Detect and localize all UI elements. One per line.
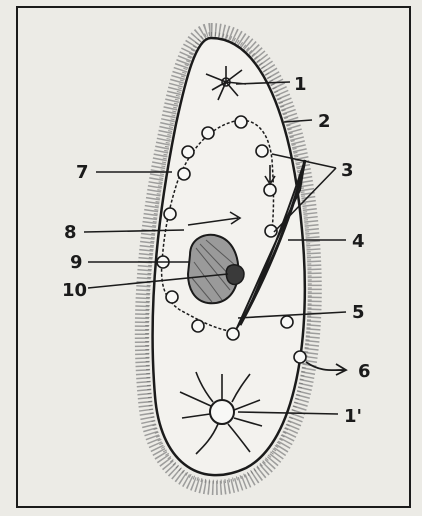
- food-vacuole: [182, 146, 194, 158]
- label-9: 9: [70, 252, 83, 273]
- label-3: 3: [341, 160, 354, 181]
- food-vacuole: [235, 116, 247, 128]
- exit-arrow: [306, 362, 346, 375]
- micronucleus: [226, 265, 244, 285]
- food-vacuole: [264, 184, 276, 196]
- food-vacuole: [178, 168, 190, 180]
- label-1: 1: [294, 74, 307, 95]
- food-vacuole: [202, 127, 214, 139]
- food-vacuole: [227, 328, 239, 340]
- label-10: 10: [62, 280, 87, 301]
- label-5: 5: [352, 302, 365, 323]
- food-vacuole: [166, 291, 178, 303]
- food-vacuole: [256, 145, 268, 157]
- food-vacuole: [294, 351, 306, 363]
- label-1-prime: 1': [344, 406, 362, 427]
- food-vacuole: [192, 320, 204, 332]
- food-vacuole: [281, 316, 293, 328]
- label-2: 2: [318, 111, 331, 132]
- label-7: 7: [76, 162, 89, 183]
- label-8: 8: [64, 222, 77, 243]
- label-4: 4: [352, 231, 365, 252]
- food-vacuole: [164, 208, 176, 220]
- label-6: 6: [358, 361, 371, 382]
